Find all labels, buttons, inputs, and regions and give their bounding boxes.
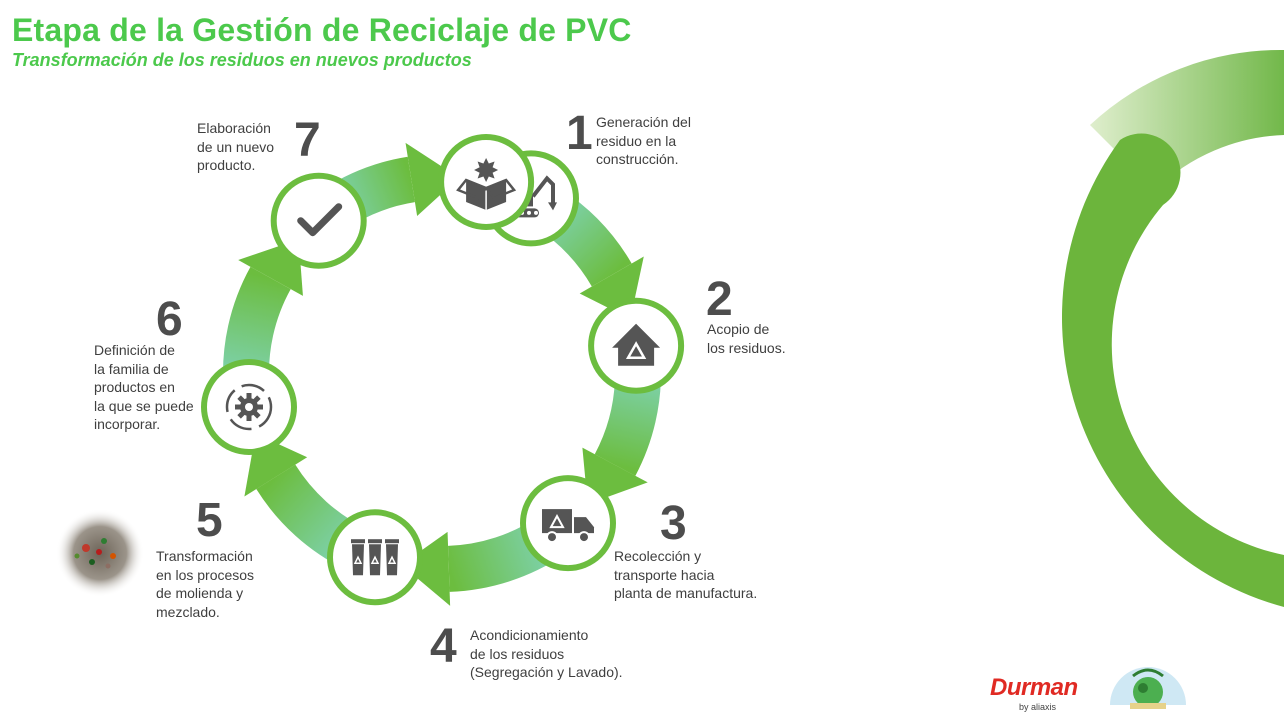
step-6-number: 6 [156,293,183,346]
step-5-node [201,359,297,455]
ring-segment-2 [594,365,661,476]
ring-arrow-3 [401,531,451,606]
gear-cycle-icon [225,383,273,431]
step-1-text: Generación del residuo en la construcció… [596,114,691,167]
step-6-text: Definición de la familia de productos en… [94,342,194,432]
step-5-number: 5 [196,494,223,547]
new-product-box-icon [456,158,517,210]
step-3-number: 3 [660,497,687,550]
recycle-house-icon [612,323,661,366]
step-5-text: Transformación en los procesos de molien… [156,548,255,620]
page-subtitle: Transformación de los residuos en nuevos… [12,50,472,70]
step-2-text: Acopio de los residuos. [707,321,786,356]
decorative-arc [1061,133,1284,608]
ring-arrow-6 [405,142,460,216]
step-3-text: Recolección y transporte hacia planta de… [614,548,758,601]
durman-logo-subtext: by aliaxis [1019,702,1057,712]
step-4-text: Acondicionamiento de los residuos (Segre… [470,627,623,680]
durman-logo: Durman [990,674,1078,701]
earth-badge-logo [1110,667,1186,709]
ground-plastic-photo [56,509,144,597]
step-1-number: 1 [566,107,593,160]
step-2-node [588,297,685,394]
recycling-truck-icon [542,509,594,544]
ring-segment-5 [223,266,291,389]
step-4-number: 4 [430,620,457,673]
step-2-number: 2 [706,273,733,326]
step-6-node [270,172,367,269]
checkmark-icon [297,203,343,237]
step-7-node [438,134,535,230]
page-title: Etapa de la Gestión de Reciclaje de PVC [12,12,632,48]
recycling-bins-icon [351,539,399,576]
step-3-node [520,475,616,572]
step-7-number: 7 [294,114,321,167]
step-4-node [327,509,423,606]
step-7-text: Elaboración de un nuevo producto. [197,120,275,173]
